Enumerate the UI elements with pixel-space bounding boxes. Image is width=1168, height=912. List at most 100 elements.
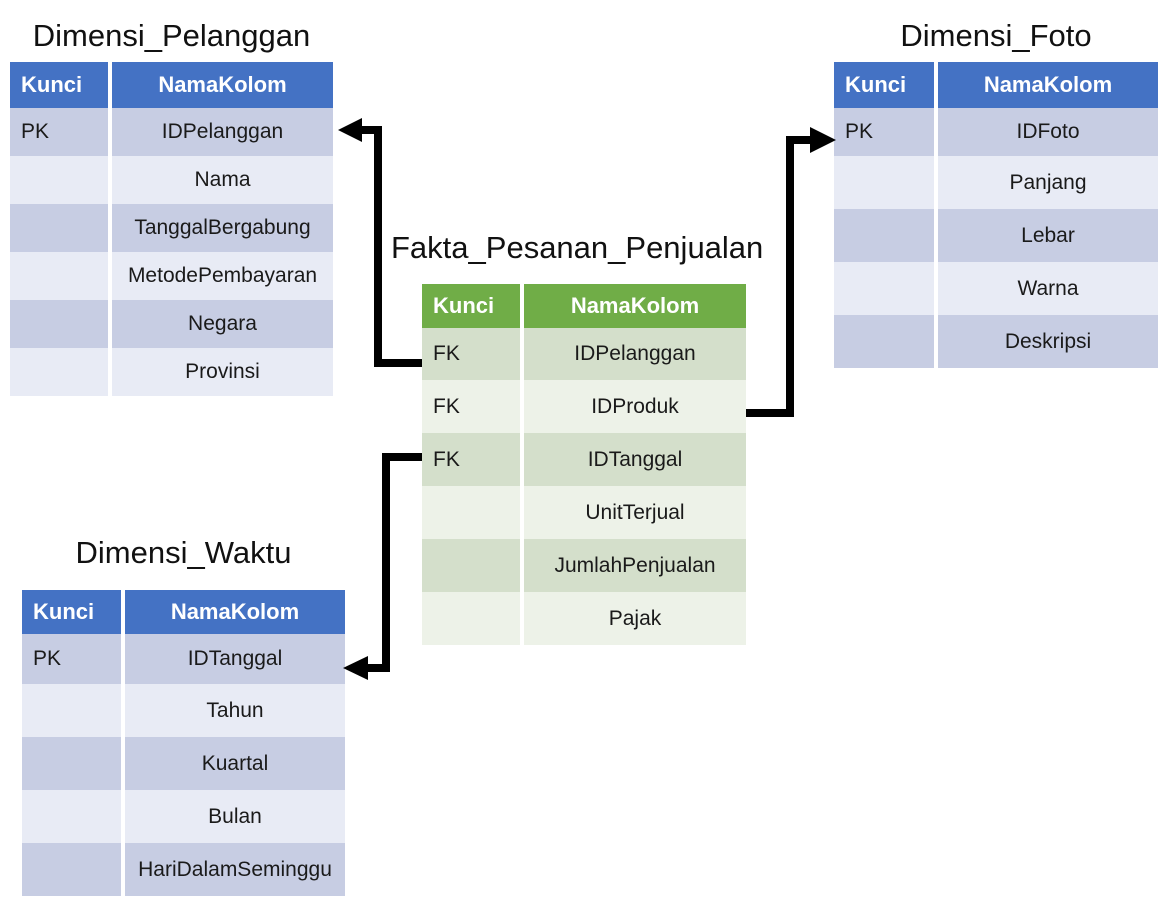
row-key: PK xyxy=(10,108,108,156)
table-row[interactable]: FK IDPelanggan xyxy=(422,328,746,380)
column-gutter xyxy=(520,592,524,645)
row-key xyxy=(422,592,520,645)
column-gutter xyxy=(934,315,938,368)
column-gutter xyxy=(520,539,524,592)
table-row[interactable]: PK IDTanggal xyxy=(22,634,345,684)
row-column-name: Provinsi xyxy=(112,348,333,396)
table-row[interactable]: Kuartal xyxy=(22,737,345,790)
column-gutter xyxy=(121,684,125,737)
table-row[interactable]: Panjang xyxy=(834,156,1158,209)
row-column-name: TanggalBergabung xyxy=(112,204,333,252)
row-column-name: MetodePembayaran xyxy=(112,252,333,300)
connector-fakta-to-waktu xyxy=(343,453,422,680)
row-key xyxy=(10,156,108,204)
column-gutter xyxy=(121,790,125,843)
row-column-name: Deskripsi xyxy=(938,315,1158,368)
column-gutter xyxy=(108,348,112,396)
table-row[interactable]: Nama xyxy=(10,156,333,204)
table-row[interactable]: Tahun xyxy=(22,684,345,737)
row-column-name: Kuartal xyxy=(125,737,345,790)
row-column-name: Tahun xyxy=(125,684,345,737)
row-key xyxy=(22,790,121,843)
table-row[interactable]: FK IDProduk xyxy=(422,380,746,433)
column-gutter xyxy=(520,284,524,328)
row-key xyxy=(834,156,934,209)
table-header-row: Kunci NamaKolom xyxy=(422,284,746,328)
row-column-name: UnitTerjual xyxy=(524,486,746,539)
table-row[interactable]: TanggalBergabung xyxy=(10,204,333,252)
table-row[interactable]: JumlahPenjualan xyxy=(422,539,746,592)
table-header-row: Kunci NamaKolom xyxy=(10,62,333,108)
connector-fakta-to-foto xyxy=(746,127,836,417)
row-column-name: Pajak xyxy=(524,592,746,645)
column-gutter xyxy=(520,486,524,539)
column-gutter xyxy=(934,156,938,209)
row-column-name: IDTanggal xyxy=(125,634,345,684)
column-header-namakolom: NamaKolom xyxy=(938,62,1158,108)
row-key xyxy=(10,348,108,396)
column-gutter xyxy=(108,300,112,348)
row-key xyxy=(422,486,520,539)
table-row[interactable]: Bulan xyxy=(22,790,345,843)
table-row[interactable]: Negara xyxy=(10,300,333,348)
row-key xyxy=(22,684,121,737)
column-header-namakolom: NamaKolom xyxy=(125,590,345,634)
column-header-namakolom: NamaKolom xyxy=(524,284,746,328)
row-column-name: IDPelanggan xyxy=(524,328,746,380)
row-key: PK xyxy=(22,634,121,684)
row-key xyxy=(422,539,520,592)
table-row[interactable]: UnitTerjual xyxy=(422,486,746,539)
column-header-kunci: Kunci xyxy=(834,62,934,108)
row-column-name: Warna xyxy=(938,262,1158,315)
table-title-dimensi-foto: Dimensi_Foto xyxy=(900,18,1092,53)
table-row[interactable]: FK IDTanggal xyxy=(422,433,746,486)
row-column-name: IDPelanggan xyxy=(112,108,333,156)
table-row[interactable]: PK IDPelanggan xyxy=(10,108,333,156)
table-title-fakta-pesanan-penjualan: Fakta_Pesanan_Penjualan xyxy=(391,230,764,265)
row-column-name: Panjang xyxy=(938,156,1158,209)
column-header-namakolom: NamaKolom xyxy=(112,62,333,108)
column-gutter xyxy=(108,252,112,300)
row-column-name: Negara xyxy=(112,300,333,348)
table-title-dimensi-waktu: Dimensi_Waktu xyxy=(75,535,292,570)
row-key xyxy=(10,300,108,348)
column-gutter xyxy=(520,328,524,380)
row-key xyxy=(834,262,934,315)
row-column-name: IDTanggal xyxy=(524,433,746,486)
table-row[interactable]: Deskripsi xyxy=(834,315,1158,368)
row-column-name: Lebar xyxy=(938,209,1158,262)
row-key xyxy=(834,315,934,368)
column-gutter xyxy=(934,209,938,262)
row-column-name: JumlahPenjualan xyxy=(524,539,746,592)
column-gutter xyxy=(108,62,112,108)
row-key: FK xyxy=(422,433,520,486)
row-column-name: Bulan xyxy=(125,790,345,843)
column-gutter xyxy=(121,737,125,790)
table-row[interactable]: Pajak xyxy=(422,592,746,645)
column-gutter xyxy=(121,843,125,896)
column-gutter xyxy=(121,590,125,634)
row-column-name: Nama xyxy=(112,156,333,204)
row-key xyxy=(10,252,108,300)
table-row[interactable]: Warna xyxy=(834,262,1158,315)
row-key xyxy=(10,204,108,252)
row-key: FK xyxy=(422,328,520,380)
row-key xyxy=(22,737,121,790)
table-row[interactable]: Lebar xyxy=(834,209,1158,262)
row-key xyxy=(834,209,934,262)
column-header-kunci: Kunci xyxy=(422,284,520,328)
column-header-kunci: Kunci xyxy=(22,590,121,634)
table-row[interactable]: MetodePembayaran xyxy=(10,252,333,300)
column-gutter xyxy=(108,204,112,252)
table-row[interactable]: HariDalamSeminggu xyxy=(22,843,345,896)
table-title-dimensi-pelanggan: Dimensi_Pelanggan xyxy=(32,18,311,53)
column-gutter xyxy=(520,380,524,433)
row-column-name: IDFoto xyxy=(938,108,1158,156)
table-row[interactable]: PK IDFoto xyxy=(834,108,1158,156)
column-gutter xyxy=(934,262,938,315)
table-row[interactable]: Provinsi xyxy=(10,348,333,396)
column-gutter xyxy=(108,156,112,204)
row-column-name: HariDalamSeminggu xyxy=(125,843,345,896)
column-gutter xyxy=(934,108,938,156)
